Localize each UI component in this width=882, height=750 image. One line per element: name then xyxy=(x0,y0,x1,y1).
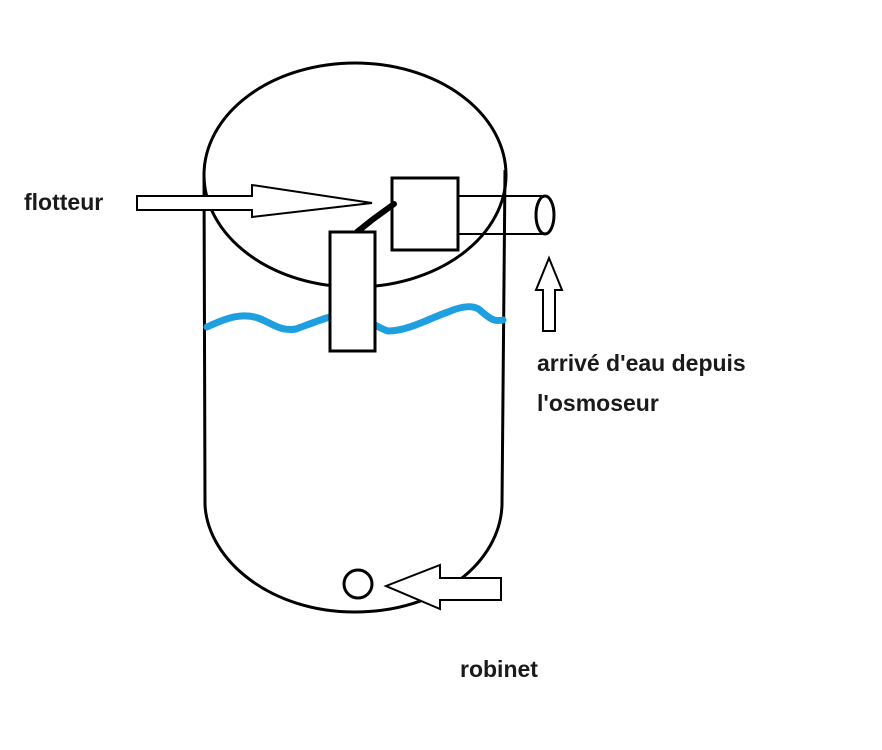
tank-right-wall xyxy=(500,169,507,506)
inlet-pipe-opening xyxy=(534,194,556,236)
inlet-pipe xyxy=(458,194,556,236)
inlet-arrow xyxy=(534,255,564,332)
float-label: flotteur xyxy=(24,189,104,215)
float-body xyxy=(328,230,377,353)
tap-circle xyxy=(342,568,374,600)
tap-arrow xyxy=(383,563,502,611)
tap-label: robinet xyxy=(460,656,538,682)
tank-bottom-curve xyxy=(203,504,504,614)
tank-left-wall xyxy=(202,171,207,506)
float-rod xyxy=(354,201,397,235)
inlet-label-line-1: arrivé d'eau depuis xyxy=(537,350,746,376)
valve-box xyxy=(390,176,460,252)
inlet-label-line-2: l'osmoseur xyxy=(537,390,659,416)
float-arrow xyxy=(136,183,373,219)
